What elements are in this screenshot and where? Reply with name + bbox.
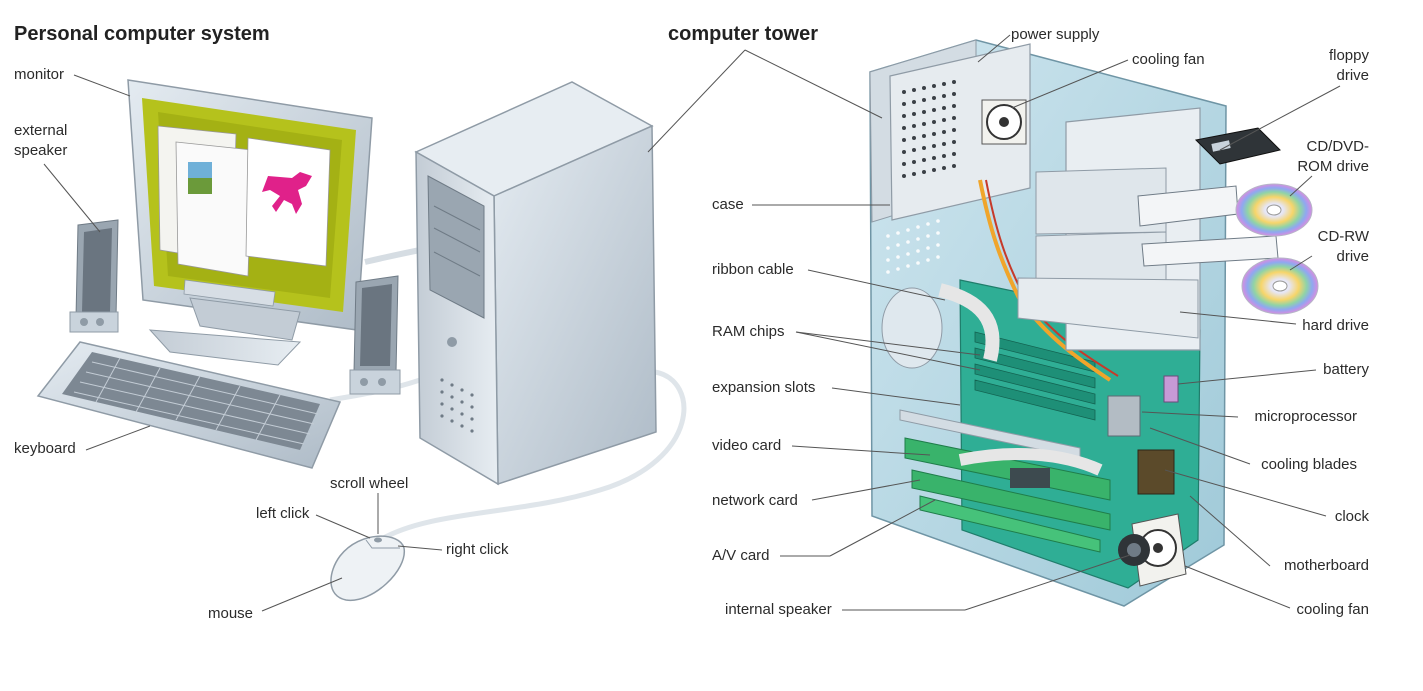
label-expansion-slots: expansion slots xyxy=(712,378,815,398)
label-motherboard: motherboard xyxy=(1284,556,1369,576)
label-keyboard: keyboard xyxy=(14,439,76,459)
label-microprocessor: microprocessor xyxy=(1254,407,1357,427)
label-av-card: A/V card xyxy=(712,546,770,566)
keyboard-icon xyxy=(38,342,340,468)
label-floppy-drive: floppy drive xyxy=(1329,46,1369,86)
label-cooling-fan-top: cooling fan xyxy=(1132,50,1205,70)
speaker-icon xyxy=(70,220,118,332)
label-scroll-wheel: scroll wheel xyxy=(330,474,408,494)
label-right-click: right click xyxy=(446,540,509,560)
label-monitor: monitor xyxy=(14,65,64,85)
label-ribbon-cable: ribbon cable xyxy=(712,260,794,280)
label-left-click: left click xyxy=(256,504,309,524)
monitor-icon xyxy=(128,80,372,365)
label-network-card: network card xyxy=(712,491,798,511)
title-computer-tower: computer tower xyxy=(668,23,818,46)
label-external-speaker: external speaker xyxy=(14,121,67,161)
disc-icon xyxy=(1236,184,1312,236)
mouse-icon xyxy=(331,536,404,600)
label-case: case xyxy=(712,195,744,215)
disc-icon xyxy=(1242,258,1318,314)
label-internal-speaker: internal speaker xyxy=(725,600,832,620)
tower-icon xyxy=(416,82,656,484)
label-cooling-blades: cooling blades xyxy=(1261,455,1357,475)
open-tower-icon xyxy=(870,40,1318,606)
label-mouse: mouse xyxy=(208,604,253,624)
label-hard-drive: hard drive xyxy=(1302,316,1369,336)
label-cooling-fan-bottom: cooling fan xyxy=(1296,600,1369,620)
battery-icon xyxy=(1164,376,1178,402)
label-cd-dvd-rom-drive: CD/DVD- ROM drive xyxy=(1297,137,1369,177)
speaker-icon xyxy=(350,276,400,394)
label-clock: clock xyxy=(1335,507,1369,527)
title-personal-computer-system: Personal computer system xyxy=(14,23,270,46)
label-video-card: video card xyxy=(712,436,781,456)
label-power-supply: power supply xyxy=(1011,25,1099,45)
label-battery: battery xyxy=(1323,360,1369,380)
label-cd-rw-drive: CD-RW drive xyxy=(1318,227,1369,267)
label-ram-chips: RAM chips xyxy=(712,322,785,342)
fan-icon xyxy=(982,100,1026,144)
